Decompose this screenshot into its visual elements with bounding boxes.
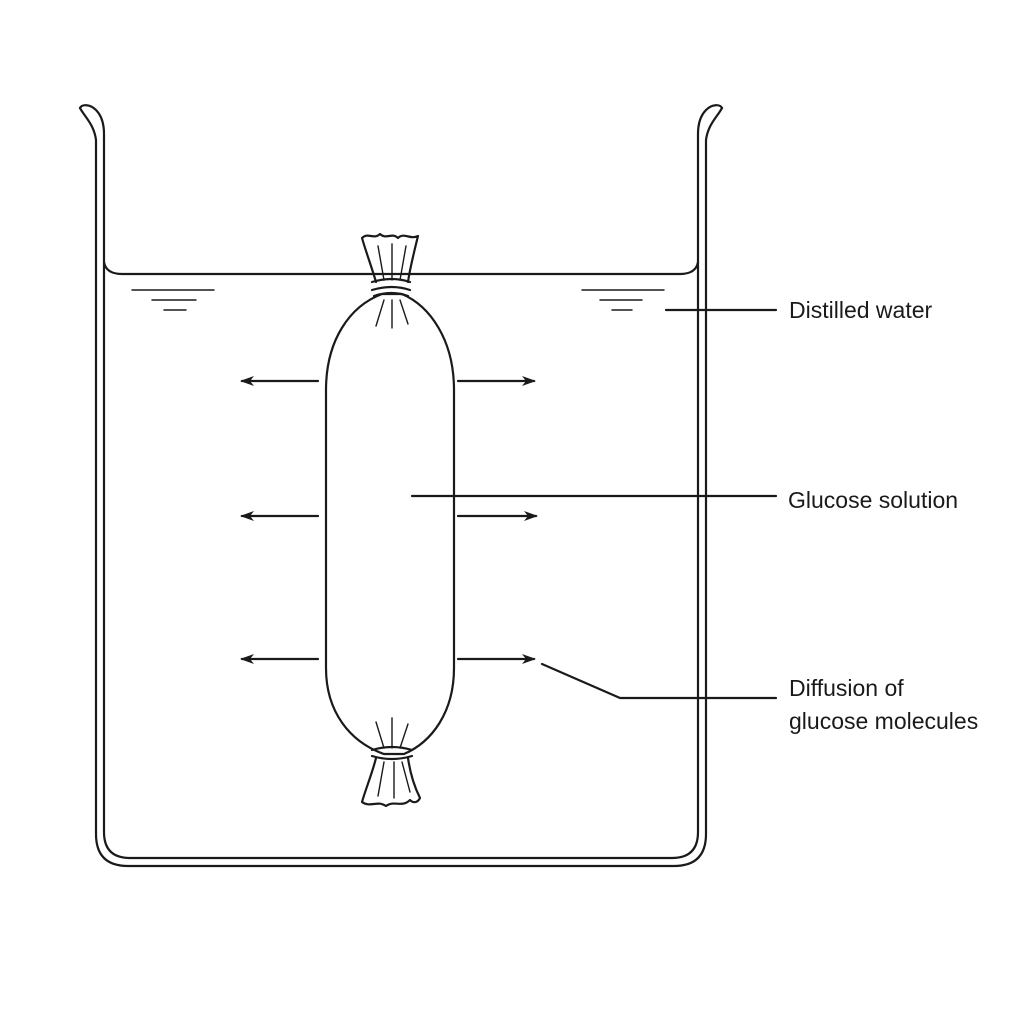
dialysis-bag-icon [324, 232, 456, 808]
beaker-icon [78, 104, 724, 868]
label-distilled-water: Distilled water [789, 297, 932, 323]
label-diffusion-line2: glucose molecules [789, 708, 978, 734]
label-glucose-solution: Glucose solution [788, 487, 958, 513]
water-surface-mark-icon [581, 289, 665, 311]
leader-line-diffusion [540, 662, 778, 700]
water-surface-mark-icon [131, 289, 215, 311]
label-diffusion-line1: Diffusion of [789, 675, 904, 701]
